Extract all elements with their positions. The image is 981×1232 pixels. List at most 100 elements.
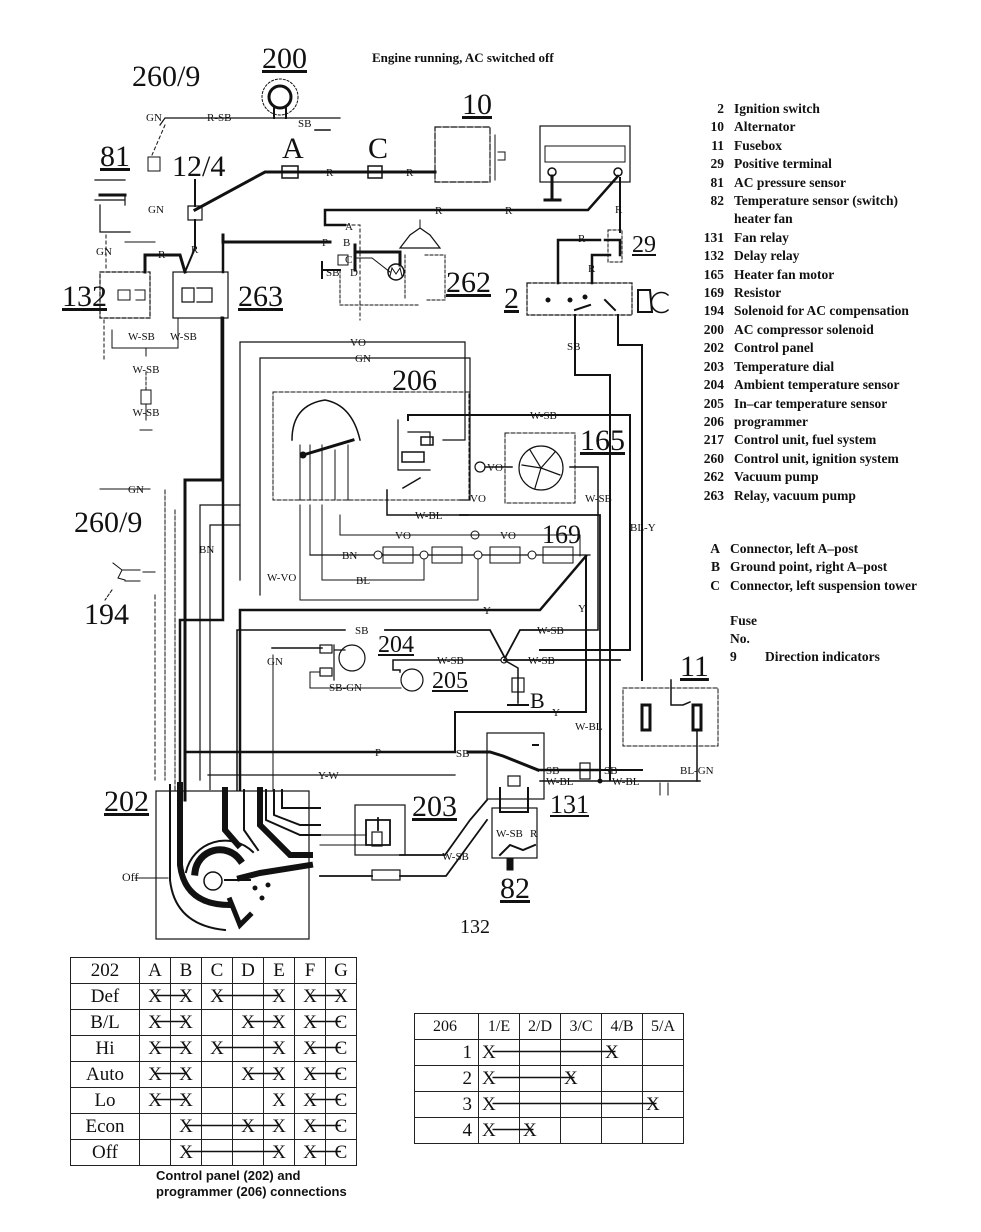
fuse-header-1: Fuse xyxy=(730,613,757,628)
legend-number: 202 xyxy=(703,340,724,356)
ac-compressor-solenoid-200 xyxy=(261,78,299,116)
wire-label-w-bl-fuse: W-BL xyxy=(546,776,574,788)
legend-number: 200 xyxy=(703,321,724,337)
connection-cell: X xyxy=(294,1087,326,1114)
wire-label-p-131: P xyxy=(375,747,381,759)
wire-label-r-132: R xyxy=(158,249,166,261)
column-header: D xyxy=(232,957,264,984)
label-29: 29 xyxy=(632,232,656,258)
wire-label-gn-206: GN xyxy=(355,353,371,365)
in-car-temp-sensor-205 xyxy=(400,668,424,692)
wire-label-w-sb-165b: W-SB xyxy=(585,493,612,505)
connection-cell: C xyxy=(325,1113,357,1140)
legend-number: 203 xyxy=(703,358,724,374)
legend-text: Relay, vacuum pump xyxy=(734,487,856,503)
caption-line-2: programmer (206) connections xyxy=(156,1184,347,1199)
wire-label-r-sb: R-SB xyxy=(207,112,231,124)
wire-label-gn-260: GN xyxy=(128,484,144,496)
wire-label-bl: BL xyxy=(356,575,370,587)
wire-label-w-sb-1: W-SB xyxy=(128,331,155,343)
connection-cell: X xyxy=(139,1035,171,1062)
wire-label-vo-2: VO xyxy=(470,493,486,505)
label-12-4: 12/4 xyxy=(172,150,226,183)
wire-r-battery xyxy=(323,174,620,227)
wire-label-gn-132: GN xyxy=(96,246,112,258)
wire-label-w-sb-4: W-SB xyxy=(133,407,160,419)
connector-text: Connector, left suspension tower xyxy=(730,577,917,593)
connection-cell xyxy=(232,1139,264,1166)
connection-cell: X xyxy=(478,1117,520,1144)
wire-label-r-c: R xyxy=(406,167,414,179)
fan-relay-131 xyxy=(486,732,545,800)
legend-number: 206 xyxy=(703,413,724,429)
connection-cell: X xyxy=(232,1061,264,1088)
wire-label-r-263: R xyxy=(191,244,199,256)
legend-number: 131 xyxy=(703,229,724,245)
fuse-number: 9 xyxy=(730,649,737,664)
connection-cell xyxy=(642,1117,684,1144)
control-panel-internal xyxy=(134,782,321,932)
legend-number xyxy=(688,210,734,228)
connection-cell: X xyxy=(170,1139,202,1166)
connection-cell: X xyxy=(232,1009,264,1036)
connection-cell: X xyxy=(263,983,295,1010)
connector-81-top xyxy=(147,156,161,172)
legend-number: 260 xyxy=(703,450,724,466)
connection-cell xyxy=(560,1117,602,1144)
connection-cell xyxy=(201,1139,233,1166)
label-131: 131 xyxy=(550,790,589,819)
connection-cell xyxy=(139,1139,171,1166)
ambient-temp-sensor-204 xyxy=(338,644,366,672)
wire-label-w-sb-203: W-SB xyxy=(442,851,469,863)
legend-text: Heater fan motor xyxy=(734,266,835,282)
column-header: A xyxy=(139,957,171,984)
legend-text: Delay relay xyxy=(734,248,800,264)
row-label: Econ xyxy=(70,1113,140,1140)
column-header: 4/B xyxy=(601,1013,643,1040)
connection-cell: X xyxy=(478,1039,520,1066)
wire-vo xyxy=(239,341,466,581)
connection-cell: X xyxy=(170,983,202,1010)
connector-text: Ground point, right A–post xyxy=(730,559,888,575)
wire-label-r-battery2: R xyxy=(505,205,513,217)
wire-label-bl-y: BL-Y xyxy=(630,522,656,534)
connection-cell xyxy=(519,1065,561,1092)
legend-text: Control unit, ignition system xyxy=(734,450,899,466)
legend-number: 263 xyxy=(703,487,724,503)
connection-cell: X xyxy=(263,1035,295,1062)
legend-item: 260 Control unit, ignition system xyxy=(688,450,909,468)
wire-label-y-131: Y xyxy=(552,707,560,719)
legend-number: 11 xyxy=(711,137,724,153)
wire-label-w-bl: W-BL xyxy=(415,510,443,522)
positive-terminal-29 xyxy=(607,229,623,263)
connection-cell xyxy=(560,1039,602,1066)
label-203: 203 xyxy=(412,790,457,823)
fuse-legend: Fuse No. 9 Direction indicators xyxy=(730,612,880,666)
legend-text: Temperature sensor (switch) xyxy=(734,193,898,209)
column-header: 3/C xyxy=(560,1013,602,1040)
wire-label-p-262: P xyxy=(322,237,328,249)
legend-number: 194 xyxy=(703,303,724,319)
column-header: 1/E xyxy=(478,1013,520,1040)
legend-text: Fan relay xyxy=(734,229,789,245)
wire-label-sb-204: SB xyxy=(355,625,368,637)
connection-cell: X xyxy=(478,1065,520,1092)
wire-r-main xyxy=(192,170,437,213)
alternator-10 xyxy=(434,126,491,183)
label-10: 10 xyxy=(462,88,492,121)
connection-cell: C xyxy=(325,1087,357,1114)
connection-cell xyxy=(601,1117,643,1144)
wire-label-w-bl-fuse2: W-BL xyxy=(612,776,640,788)
fuse-row: 9 Direction indicators xyxy=(730,648,880,666)
connection-cell xyxy=(139,1113,171,1140)
connector-text: Connector, left A–post xyxy=(730,541,859,556)
connection-cell: X xyxy=(139,1061,171,1088)
legend-text: Control unit, fuel system xyxy=(734,432,877,448)
